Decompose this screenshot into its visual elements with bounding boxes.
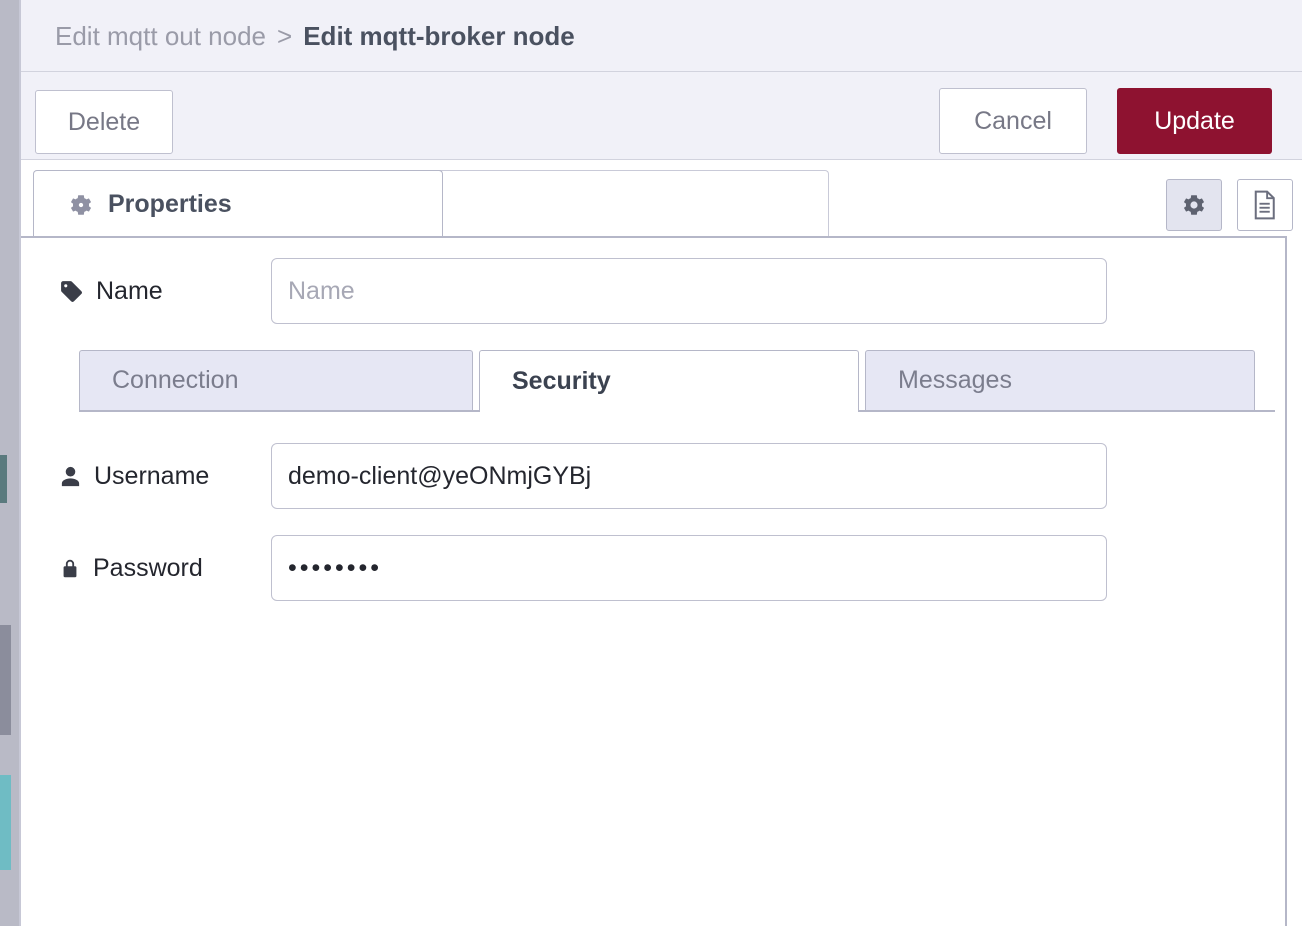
form-row-username: Username xyxy=(59,443,1107,509)
cancel-button[interactable]: Cancel xyxy=(939,88,1087,154)
breadcrumb-separator: > xyxy=(277,20,293,51)
gear-icon xyxy=(68,192,94,218)
lock-icon xyxy=(59,557,81,580)
breadcrumb: Edit mqtt out node > Edit mqtt-broker no… xyxy=(55,0,575,72)
canvas-node-partial-middle xyxy=(0,625,11,735)
subtab-security[interactable]: Security xyxy=(479,350,859,412)
tab-placeholder xyxy=(429,170,829,238)
user-icon xyxy=(59,465,82,488)
editor-canvas-backdrop xyxy=(0,0,19,926)
tray-left-border xyxy=(19,0,21,926)
dialog-tabbar: Properties xyxy=(21,160,1302,238)
password-input[interactable]: •••••••• xyxy=(271,535,1107,601)
subtab-messages[interactable]: Messages xyxy=(865,350,1255,410)
edit-node-dialog: Edit mqtt out node > Edit mqtt-broker no… xyxy=(19,0,1302,926)
name-input[interactable] xyxy=(271,258,1107,324)
tab-properties[interactable]: Properties xyxy=(33,170,443,238)
edit-settings-icon-button[interactable] xyxy=(1166,179,1222,231)
update-button[interactable]: Update xyxy=(1117,88,1272,154)
password-label: Password xyxy=(59,554,271,583)
breadcrumb-current: Edit mqtt-broker node xyxy=(303,20,575,51)
name-label-text: Name xyxy=(96,276,163,305)
properties-panel: Name Connection Security Messages Userna… xyxy=(21,238,1285,926)
name-label: Name xyxy=(59,277,271,306)
breadcrumb-parent-link[interactable]: Edit mqtt out node xyxy=(55,20,267,51)
username-label: Username xyxy=(59,462,271,491)
delete-button[interactable]: Delete xyxy=(35,90,173,154)
form-row-password: Password •••••••• xyxy=(59,535,1107,601)
canvas-node-partial-top xyxy=(0,455,7,503)
tab-properties-label: Properties xyxy=(108,190,232,218)
tray-right-border xyxy=(1285,237,1287,926)
security-subtab-bar: Connection Security Messages xyxy=(79,350,1275,412)
tag-icon xyxy=(59,279,84,304)
description-icon-button[interactable] xyxy=(1237,179,1293,231)
password-label-text: Password xyxy=(93,553,203,582)
form-row-name: Name xyxy=(59,258,1107,324)
tabbar-underline xyxy=(21,236,1287,238)
canvas-node-partial-bottom xyxy=(0,775,11,870)
document-icon xyxy=(1252,190,1278,220)
gear-icon xyxy=(1181,192,1207,218)
dialog-header: Edit mqtt out node > Edit mqtt-broker no… xyxy=(21,0,1302,72)
username-input[interactable] xyxy=(271,443,1107,509)
dialog-toolbar: Delete Cancel Update xyxy=(21,72,1302,160)
subtab-connection[interactable]: Connection xyxy=(79,350,473,410)
canvas-scrollbar-thumb[interactable] xyxy=(9,880,20,926)
username-label-text: Username xyxy=(94,461,210,490)
